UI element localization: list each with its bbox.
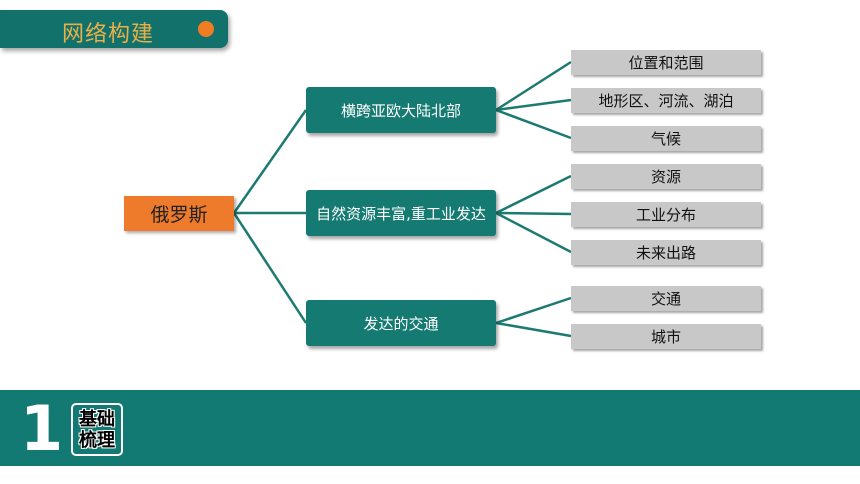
root-node: 俄罗斯 (124, 196, 234, 231)
branch-node-1: 横跨亚欧大陆北部 (306, 87, 496, 133)
footer-band: 1 基础 梳理 (0, 390, 860, 466)
section-label-box: 基础 梳理 (71, 403, 123, 456)
link-b3-leaf-2 (495, 321, 572, 338)
link-root-branch-3 (232, 212, 308, 324)
leaf-node: 未来出路 (571, 240, 761, 265)
leaf-node: 地形区、河流、湖泊 (571, 88, 761, 113)
leaf-node: 工业分布 (571, 202, 761, 227)
link-b1-leaf-3 (495, 108, 572, 140)
link-root-branch-1 (232, 109, 308, 214)
branch-node-2: 自然资源丰富,重工业发达 (306, 190, 496, 236)
section-title-tab: 网络构建 (0, 10, 228, 48)
leaf-node: 气候 (571, 126, 761, 151)
section-label-line-2: 梳理 (79, 429, 115, 451)
link-b2-leaf-1 (495, 174, 572, 215)
link-b3-leaf-1 (495, 296, 572, 325)
section-number: 1 (20, 392, 64, 465)
leaf-node: 位置和范围 (571, 50, 761, 75)
leaf-node: 城市 (571, 324, 761, 349)
leaf-node: 交通 (571, 286, 761, 311)
section-label-line-1: 基础 (79, 408, 115, 430)
section-title: 网络构建 (62, 22, 155, 47)
link-b1-leaf-2 (495, 98, 572, 112)
link-b2-leaf-3 (495, 211, 572, 254)
branch-node-3: 发达的交通 (306, 300, 496, 346)
link-b2-leaf-2 (495, 211, 572, 216)
leaf-node: 资源 (571, 164, 761, 189)
link-b1-leaf-1 (495, 60, 572, 112)
orange-dot-icon (198, 21, 214, 37)
